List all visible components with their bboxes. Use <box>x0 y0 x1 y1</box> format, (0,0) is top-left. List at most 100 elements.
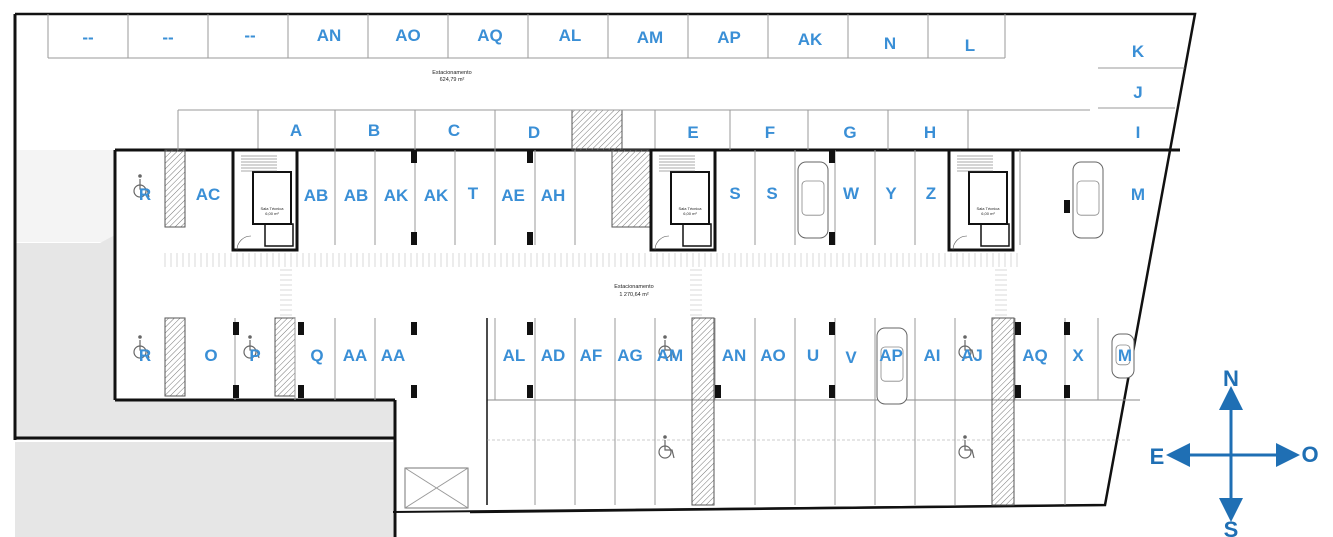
lower-area-value: 1 270,64 m² <box>619 292 649 298</box>
wheelchair-icon <box>958 335 975 359</box>
pillar <box>829 385 835 398</box>
parking-space-label: C <box>448 121 460 140</box>
wheelchair-icon <box>958 435 975 459</box>
parking-space-label: AB <box>344 186 369 205</box>
pillar <box>1015 322 1021 335</box>
pillars <box>233 150 1070 398</box>
parking-space-label: R <box>139 185 151 204</box>
wheelchair-icon <box>658 435 675 459</box>
parking-space-label: U <box>807 346 819 365</box>
pillar <box>715 385 721 398</box>
pillar <box>829 322 835 335</box>
parking-space-label: AO <box>760 346 786 365</box>
car-icon <box>1111 333 1135 379</box>
compass-south: S <box>1224 517 1239 537</box>
upper-area-value: 624,79 m² <box>440 77 465 83</box>
technical-room-name: Sala Técnica <box>678 206 702 211</box>
parking-space-label: G <box>843 123 856 142</box>
accessible-parking-symbols <box>133 174 975 459</box>
lower-area-name: Estacionamento <box>614 284 653 290</box>
technical-room-name: Sala Técnica <box>976 206 1000 211</box>
parking-space-label: X <box>1072 346 1084 365</box>
parking-space-label: -- <box>82 28 93 47</box>
parking-space-label: V <box>845 348 857 367</box>
parking-space-label: AA <box>381 346 406 365</box>
wheelchair-icon <box>658 335 675 359</box>
parking-space-label: AP <box>717 28 741 47</box>
parking-space-label: K <box>1132 42 1145 61</box>
pillar <box>298 385 304 398</box>
wheelchair-icon <box>133 335 150 359</box>
pillar <box>411 150 417 163</box>
parking-space-label: AL <box>503 346 526 365</box>
technical-room-area: 6,00 m² <box>683 211 697 216</box>
parking-space-label: A <box>290 121 302 140</box>
parking-space-label: AM <box>637 28 663 47</box>
car-icon <box>1072 161 1104 239</box>
parking-space-label: AM <box>657 346 683 365</box>
pillar <box>527 232 533 245</box>
parking-space-label: -- <box>162 28 173 47</box>
parking-space-label: N <box>884 34 896 53</box>
car-icon <box>797 161 829 239</box>
compass-east: E <box>1150 444 1165 469</box>
parking-space-label: AP <box>879 346 903 365</box>
parking-space-label: I <box>1136 123 1141 142</box>
parking-space-label: AD <box>541 346 566 365</box>
pillar <box>298 322 304 335</box>
parking-space-label: AF <box>580 346 603 365</box>
parking-space-label: AE <box>501 186 525 205</box>
parking-space-label: AK <box>384 186 409 205</box>
parking-space-label: AK <box>424 186 449 205</box>
pillar <box>1064 385 1070 398</box>
parking-space-label: H <box>924 123 936 142</box>
parking-space-label: S <box>766 184 777 203</box>
pillar <box>411 322 417 335</box>
parking-space-label: T <box>468 184 479 203</box>
parking-space-label: Z <box>926 184 936 203</box>
pillar <box>411 232 417 245</box>
pillar <box>1064 322 1070 335</box>
hatched-areas <box>164 109 1015 509</box>
parking-space-label: S <box>729 184 740 203</box>
parking-space-label: AO <box>395 26 421 45</box>
pillar <box>233 322 239 335</box>
pillar <box>527 385 533 398</box>
parking-space-label: AI <box>924 346 941 365</box>
parking-space-label: AQ <box>477 26 503 45</box>
wheelchair-icon <box>243 335 260 359</box>
parking-space-label: F <box>765 123 775 142</box>
parking-space-label: W <box>843 184 860 203</box>
parking-space-label: AJ <box>961 346 983 365</box>
parking-space-label: E <box>687 123 698 142</box>
technical-room-area: 6,00 m² <box>265 211 279 216</box>
pillar <box>411 385 417 398</box>
parking-space-label: AN <box>722 346 747 365</box>
parking-space-label: AG <box>617 346 643 365</box>
parking-space-label: Y <box>885 184 897 203</box>
car-icon <box>876 327 908 405</box>
driveway-markings <box>164 253 1018 316</box>
technical-room-area: 6,00 m² <box>981 211 995 216</box>
parking-space-label: -- <box>244 26 255 45</box>
parking-space-label: R <box>139 346 151 365</box>
pillar <box>527 150 533 163</box>
parking-space-label: P <box>249 346 260 365</box>
parking-space-label: J <box>1133 83 1142 102</box>
parking-space-label: AQ <box>1022 346 1048 365</box>
pillar <box>233 385 239 398</box>
car-symbols <box>797 161 1135 405</box>
parking-space-label: D <box>528 123 540 142</box>
parking-space-label: AK <box>798 30 823 49</box>
parking-space-label: AB <box>304 186 329 205</box>
parking-space-label: AA <box>343 346 368 365</box>
parking-space-label: AC <box>196 185 221 204</box>
wheelchair-icon <box>133 174 150 198</box>
parking-space-label: M <box>1118 346 1132 365</box>
parking-space-label: L <box>965 36 975 55</box>
upper-area-name: Estacionamento <box>432 70 471 76</box>
